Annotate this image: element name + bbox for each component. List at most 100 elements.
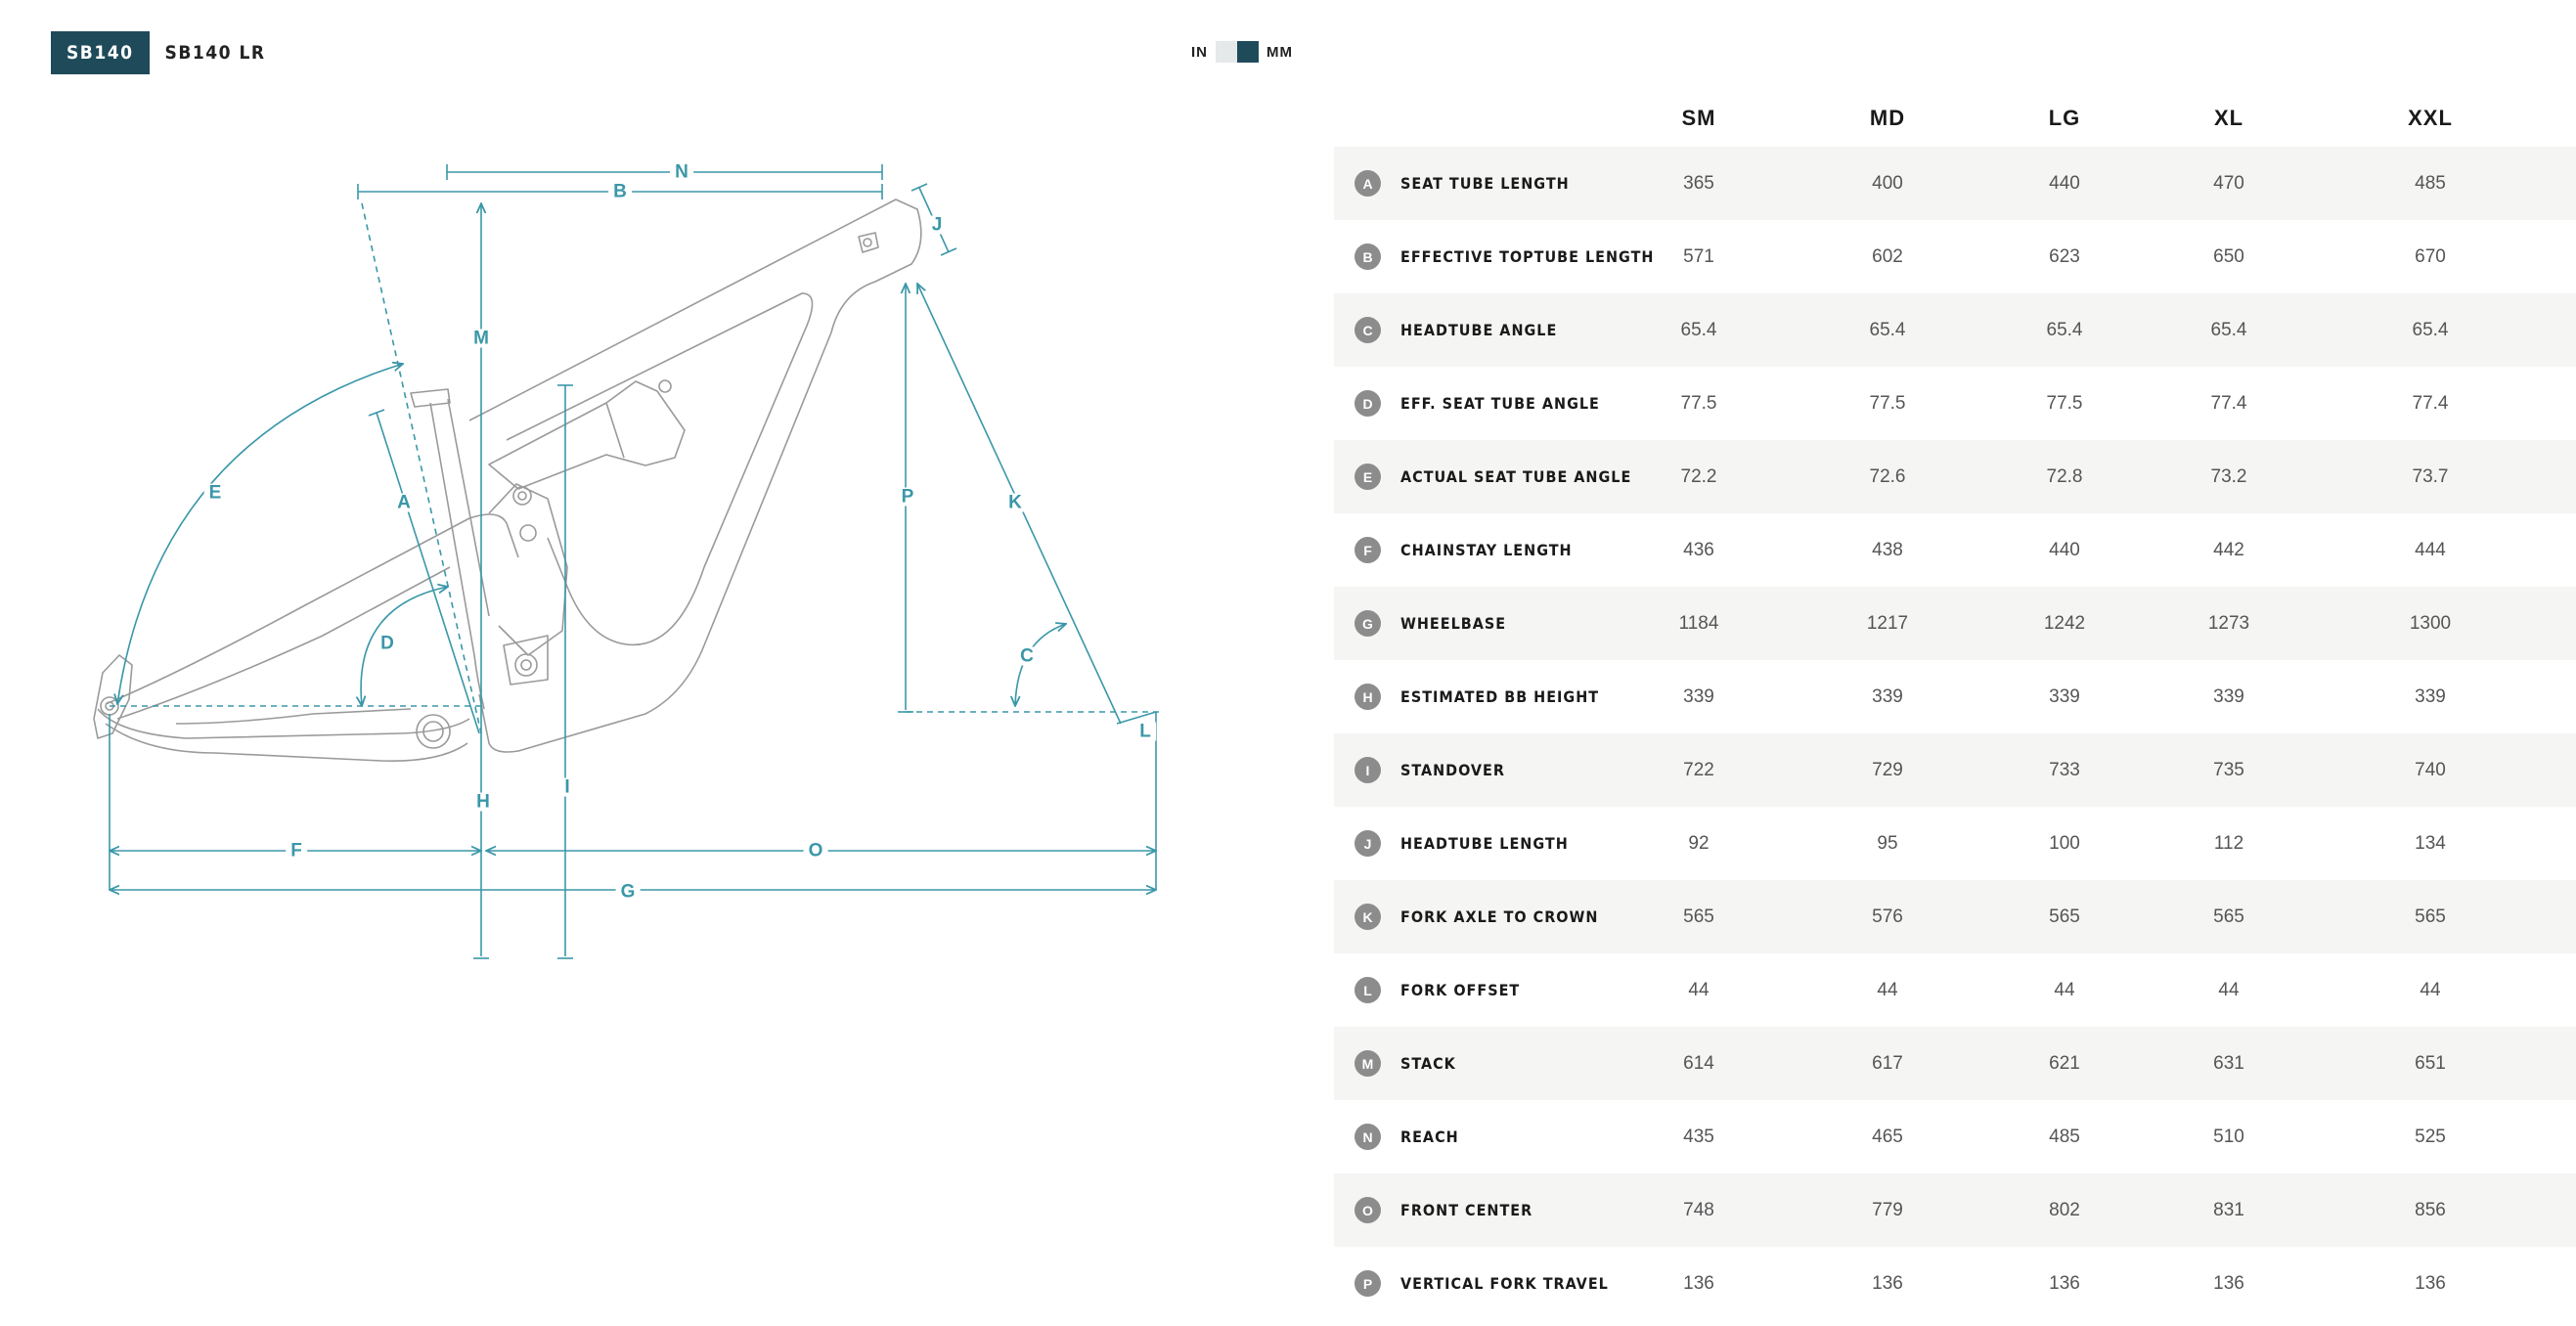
measurement-name: REACH	[1400, 1127, 1459, 1146]
dim-label-j: J	[926, 215, 948, 235]
dim-label-m: M	[468, 329, 494, 348]
value-cell-sm: 571	[1683, 245, 1714, 267]
unit-label-in[interactable]: IN	[1191, 43, 1208, 61]
size-header-lg: LG	[2048, 106, 2081, 130]
dim-label-n: N	[670, 162, 693, 182]
value-cell-sm: 435	[1683, 1126, 1714, 1147]
value-cell-lg: 44	[2054, 979, 2075, 1000]
value-cell-sm: 365	[1683, 172, 1714, 194]
value-cell-sm: 65.4	[1680, 319, 1717, 340]
value-cell-xl: 650	[2213, 245, 2244, 267]
value-cell-xl: 339	[2213, 685, 2244, 707]
tab-sb140[interactable]: SB140	[51, 31, 150, 74]
dim-label-l: L	[1134, 722, 1156, 741]
value-cell-sm: 136	[1683, 1272, 1714, 1294]
dim-label-p: P	[896, 487, 919, 507]
value-cell-sm: 436	[1683, 539, 1714, 560]
measurement-name: STACK	[1400, 1054, 1456, 1073]
value-cell-md: 400	[1872, 172, 1903, 194]
measurement-letter-badge: F	[1355, 537, 1381, 563]
dim-label-a: A	[392, 493, 416, 512]
value-cell-lg: 623	[2049, 245, 2080, 267]
measurement-name: CHAINSTAY LENGTH	[1400, 541, 1573, 559]
value-cell-lg: 77.5	[2046, 392, 2083, 414]
measurement-name: SEAT TUBE LENGTH	[1400, 174, 1570, 193]
measurement-letter-badge: E	[1355, 464, 1381, 490]
value-cell-md: 729	[1872, 759, 1903, 780]
value-cell-md: 77.5	[1869, 392, 1906, 414]
dim-label-c: C	[1015, 646, 1039, 666]
value-cell-lg: 65.4	[2046, 319, 2083, 340]
value-cell-xl: 565	[2213, 906, 2244, 927]
value-cell-md: 465	[1872, 1126, 1903, 1147]
dim-label-d: D	[376, 634, 399, 653]
value-cell-xxl: 856	[2415, 1199, 2446, 1220]
measurement-name: ACTUAL SEAT TUBE ANGLE	[1400, 467, 1632, 486]
value-cell-md: 576	[1872, 906, 1903, 927]
value-cell-sm: 565	[1683, 906, 1714, 927]
value-cell-xl: 442	[2213, 539, 2244, 560]
value-cell-xxl: 77.4	[2412, 392, 2449, 414]
value-cell-md: 779	[1872, 1199, 1903, 1220]
measurement-letter-badge: I	[1355, 757, 1381, 783]
value-cell-lg: 1242	[2043, 612, 2086, 634]
tab-sb140-lr[interactable]: SB140 LR	[164, 42, 266, 64]
geometry-diagram: N B M E A D P K J C L H I F O G	[59, 147, 1183, 988]
value-cell-md: 44	[1877, 979, 1898, 1000]
measurement-letter-badge: K	[1355, 904, 1381, 930]
size-header-xl: XL	[2213, 106, 2244, 130]
measurement-letter-badge: H	[1355, 684, 1381, 710]
measurement-letter-badge: A	[1355, 170, 1381, 197]
value-cell-xl: 112	[2213, 832, 2244, 854]
value-cell-xl: 65.4	[2210, 319, 2247, 340]
value-cell-lg: 621	[2049, 1052, 2080, 1074]
value-cell-sm: 748	[1683, 1199, 1714, 1220]
value-cell-sm: 72.2	[1680, 465, 1717, 487]
size-header-sm: SM	[1681, 106, 1716, 130]
value-cell-lg: 440	[2049, 172, 2080, 194]
value-cell-xl: 735	[2213, 759, 2244, 780]
measurement-name: HEADTUBE LENGTH	[1400, 834, 1569, 853]
value-cell-lg: 440	[2049, 539, 2080, 560]
unit-label-mm[interactable]: MM	[1266, 43, 1293, 61]
unit-toggle: IN MM	[1191, 41, 1293, 63]
measurement-name: WHEELBASE	[1400, 614, 1507, 633]
measurement-name: FORK OFFSET	[1400, 981, 1521, 999]
measurement-name-cell: E ACTUAL SEAT TUBE ANGLE	[1334, 464, 1630, 490]
value-cell-sm: 614	[1683, 1052, 1714, 1074]
value-cell-xxl: 73.7	[2412, 465, 2449, 487]
value-cell-sm: 1184	[1678, 612, 1719, 634]
value-cell-sm: 77.5	[1680, 392, 1717, 414]
measurement-letter-badge: B	[1355, 243, 1381, 270]
model-tabs: SB140 SB140 LR	[51, 31, 282, 74]
value-cell-lg: 339	[2049, 685, 2080, 707]
unit-switch[interactable]	[1216, 41, 1259, 63]
value-cell-md: 72.6	[1869, 465, 1906, 487]
value-cell-xxl: 740	[2415, 759, 2446, 780]
measurement-letter-badge: N	[1355, 1124, 1381, 1150]
measurement-name: VERTICAL FORK TRAVEL	[1400, 1274, 1609, 1293]
measurement-letter-badge: J	[1355, 830, 1381, 857]
value-cell-md: 339	[1872, 685, 1903, 707]
value-cell-lg: 485	[2049, 1126, 2080, 1147]
measurement-name: EFF. SEAT TUBE ANGLE	[1400, 394, 1600, 413]
dimension-lines	[110, 164, 1159, 959]
